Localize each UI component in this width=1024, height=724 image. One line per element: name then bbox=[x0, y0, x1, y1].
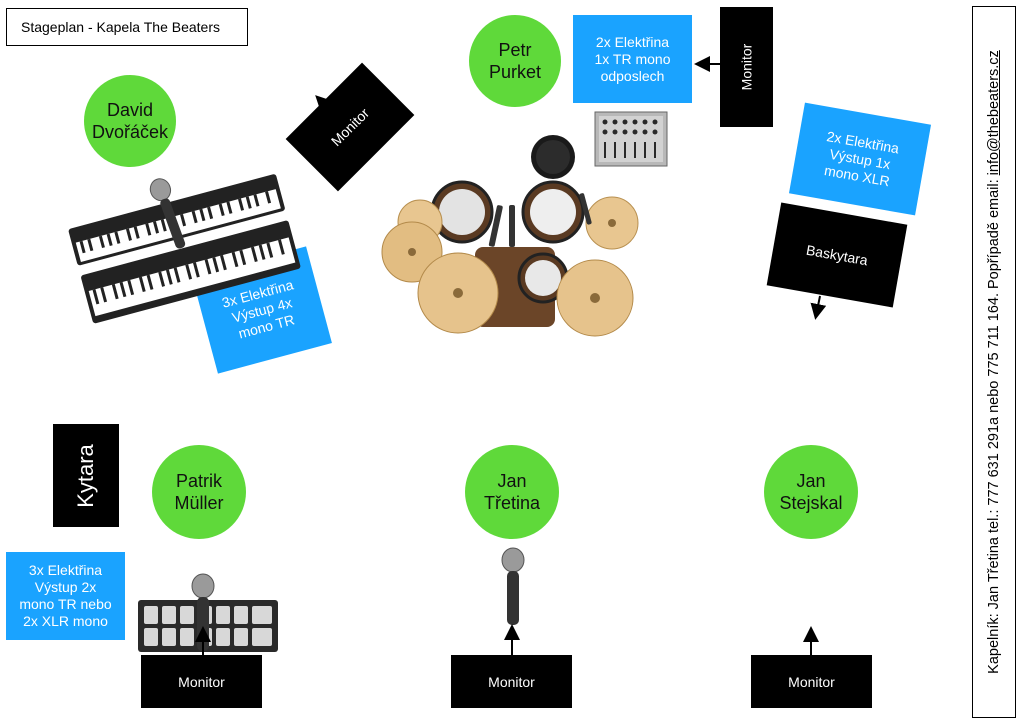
microphone-icon bbox=[149, 178, 186, 249]
monitor-label: Monitor bbox=[788, 673, 835, 690]
monitor-label: Monitor bbox=[488, 673, 535, 690]
power-box-drums: 2x Elektřina 1x TR mono odposlech bbox=[573, 15, 692, 103]
person-petr-purket: Petr Purket bbox=[469, 15, 561, 107]
monitor-label: Monitor bbox=[178, 673, 225, 690]
arrow-icon bbox=[810, 295, 827, 320]
person-jan-tretina: Jan Třetina bbox=[465, 445, 559, 539]
person-patrik-muller: Patrik Müller bbox=[152, 445, 246, 539]
monitor-jan-tretina: Monitor bbox=[451, 655, 572, 708]
guitar-block: Kytara bbox=[53, 424, 119, 527]
contact-box bbox=[972, 6, 1016, 718]
person-jan-stejskal: Jan Stejskal bbox=[764, 445, 858, 539]
power-box-guitar: 3x Elektřina Výstup 2x mono TR nebo 2x X… bbox=[6, 552, 125, 640]
monitor-patrik: Monitor bbox=[141, 655, 262, 708]
monitor-jan-stejskal: Monitor bbox=[751, 655, 872, 708]
stageplan-title: Stageplan - Kapela The Beaters bbox=[6, 8, 248, 46]
arrow-icon bbox=[315, 95, 333, 113]
microphone-icon bbox=[501, 547, 525, 625]
drum-kit-icon bbox=[381, 135, 639, 337]
monitor-petr: Monitor bbox=[720, 7, 773, 127]
person-david-dvoracek: David Dvořáček bbox=[84, 75, 176, 167]
mixer-icon bbox=[594, 111, 668, 167]
